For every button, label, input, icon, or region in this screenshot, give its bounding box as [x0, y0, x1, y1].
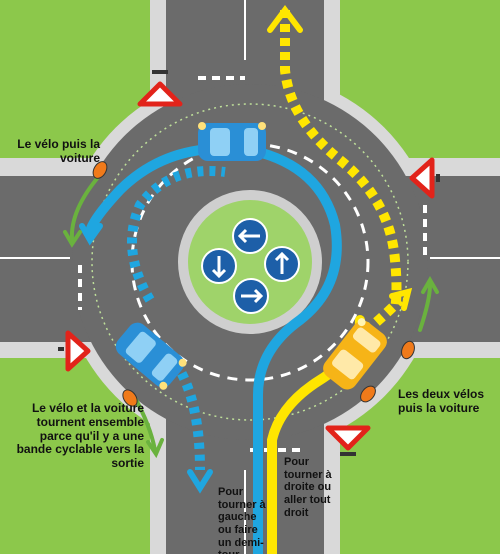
- yield-lines: [78, 76, 427, 452]
- yield-sign: [325, 425, 371, 456]
- inner-lane-ring: [130, 142, 370, 382]
- blue-uturn-path: [127, 166, 226, 494]
- label-together: Le vélo et la voiture tournent ensemble …: [16, 401, 144, 471]
- yield-sign: [137, 70, 183, 107]
- label-two-bikes: Les deux vélos puis la voiture: [398, 387, 485, 415]
- label-turn-right: Pour tourner à droite ou aller tout droi…: [284, 456, 332, 519]
- roundabout-arrow-icon: [201, 218, 300, 314]
- label-turn-left: Pour tourner à gauche ou faire un demi-t…: [218, 486, 266, 554]
- blue-left-turn-path: [79, 143, 342, 554]
- car-icon: [323, 318, 387, 390]
- central-island: [188, 200, 312, 324]
- bike-lane-ring: [91, 103, 409, 421]
- label-bike-then-car: Le vélo puis la voiture: [17, 137, 100, 165]
- car-icon: [115, 322, 187, 390]
- yield-sign: [409, 157, 440, 199]
- cyclist-icon: [92, 161, 415, 407]
- yield-sign: [58, 330, 91, 372]
- car-icon: [198, 122, 266, 161]
